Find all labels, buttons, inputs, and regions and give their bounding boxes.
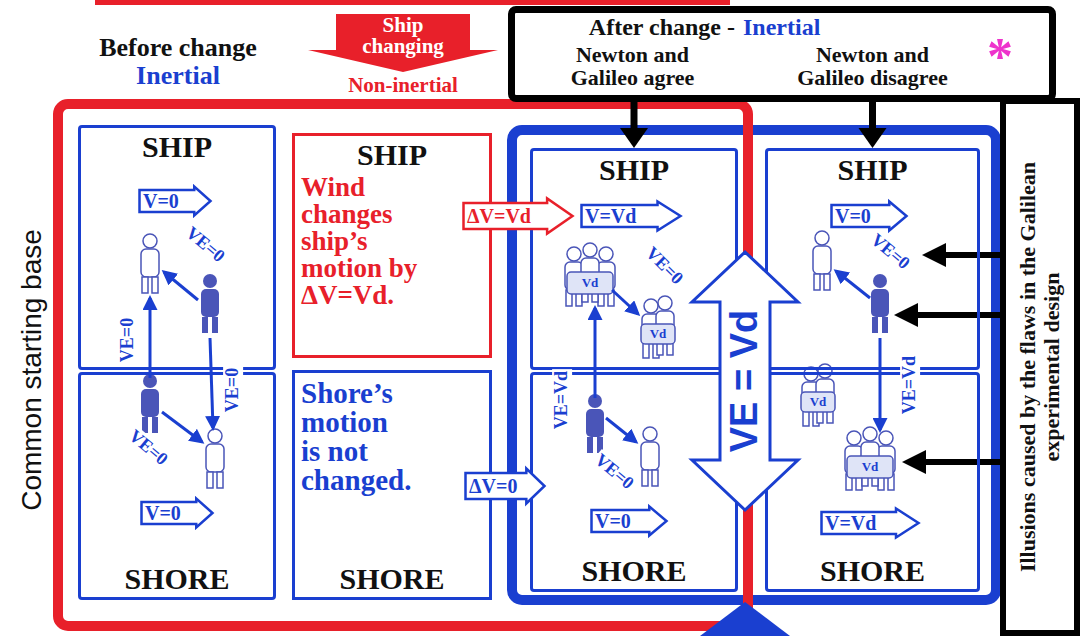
header-text: After change - (565, 15, 735, 40)
edge-line (631, 102, 638, 132)
panel-title: SHORE (533, 555, 735, 587)
people (141, 231, 895, 490)
header-text: Newton and Galileo disagree (785, 43, 960, 89)
ship-panel: SHIP V=0 (765, 148, 980, 370)
velocity-arrow: V=Vd (820, 507, 920, 539)
arrow-outline (692, 252, 798, 510)
arrow-outline (832, 202, 907, 231)
column-heading: Before change (97, 34, 259, 63)
header-text: Newton and Galileo agree (545, 43, 720, 89)
header-box: After change - InertialNewton and Galileo… (508, 6, 1056, 102)
icon-label: Vd (808, 395, 829, 409)
panel-title: SHORE (768, 555, 977, 587)
header-text: Inertial (743, 15, 820, 40)
change-text: SHIP (295, 139, 489, 171)
arrow-head (859, 128, 887, 148)
delta-arrow: ΔV=Vd (462, 197, 574, 235)
arrow-head (620, 128, 648, 148)
arrow-body (308, 14, 498, 72)
arrow-label: V=Vd (825, 513, 876, 534)
shore-panel: SHORE V=0 (78, 372, 276, 600)
arrow-label: V=Vd (585, 206, 636, 227)
velocity-label: VE=Vd (552, 369, 572, 431)
velocity-label: VE=0 (223, 366, 243, 414)
icon-label: Vd (580, 276, 601, 290)
change-text: Shore’s motion is not changed. (301, 379, 413, 495)
header-text: * (987, 31, 1013, 83)
change-text: SHORE (295, 563, 489, 595)
change-text: Ship changing (343, 15, 463, 57)
ship-panel: SHIP V=Vd (530, 148, 738, 370)
velocity-label: VE=0 (589, 449, 639, 495)
arrow-outline (142, 499, 213, 528)
illusion-box: Illusions caused by the flaws in the Gal… (1000, 98, 1080, 636)
ship-change-box: SHIPWind changes ship’s motion by ΔV=Vd. (292, 133, 492, 358)
arrow-outline (466, 469, 545, 504)
top-rule (95, 0, 730, 5)
pointer-triangle (700, 602, 790, 636)
velocity-arrow: V=0 (590, 505, 668, 537)
shore-change-box: Shore’s motion is not changed. SHORE (292, 370, 492, 600)
relative-velocity-text: VE = Vd (725, 310, 765, 453)
arrow-label: ΔV=Vd (467, 206, 531, 227)
arrow-label: ΔV=0 (469, 476, 517, 497)
ship-panel: SHIP V=0 (78, 125, 276, 370)
arrow-label: V=0 (143, 191, 179, 212)
change-text: Wind changes ship’s motion by ΔV=Vd. (301, 174, 436, 309)
icon-label: Vd (648, 327, 669, 341)
edge-arrow (859, 102, 887, 148)
panel-title: SHIP (81, 131, 273, 163)
change-arrow: Ship changingNon-inertial (308, 14, 498, 100)
change-text: Non-inertial (308, 74, 498, 96)
arrow-label: V=0 (145, 503, 181, 524)
arrow-label: V=0 (835, 206, 871, 227)
delta-arrow: ΔV=0 (464, 467, 546, 505)
velocity-label: VE=0 (118, 316, 138, 364)
panel-title: SHIP (533, 154, 735, 186)
panel-title: SHORE (81, 563, 273, 595)
arrow-label: V=0 (595, 511, 631, 532)
panel-title: SHIP (768, 154, 977, 186)
illusion-pointers (900, 255, 1000, 462)
side-title: Common starting base (17, 227, 48, 513)
arrow-outline (822, 509, 919, 538)
edge-arrow (620, 102, 648, 148)
icon-label: Vd (860, 460, 881, 474)
velocity-arrow: V=0 (140, 497, 214, 529)
velocity-label: VE=0 (180, 222, 230, 268)
arrow-outline (582, 202, 681, 231)
frame-state: Inertial (134, 62, 222, 91)
relative-velocity-arrow: VE = Vd (690, 250, 800, 512)
arrow-outline (140, 187, 211, 216)
after-frame (512, 130, 996, 600)
arrow-outline (592, 507, 667, 536)
edge-line (869, 102, 876, 132)
illusion-text: Illusions caused by the flaws in the Gal… (1016, 117, 1064, 617)
shore-panel: SHORE V=Vd (765, 372, 980, 592)
velocity-arrow: V=0 (830, 200, 908, 232)
velocity-label: VE=Vd (900, 354, 920, 416)
velocity-arrow: V=Vd (580, 200, 682, 232)
common-frame (58, 104, 748, 626)
arrow-outline (464, 199, 573, 234)
velocity-label: VE=0 (640, 242, 688, 290)
velocity-arrow: V=0 (138, 185, 212, 217)
velocity-label: VE=0 (865, 229, 915, 275)
